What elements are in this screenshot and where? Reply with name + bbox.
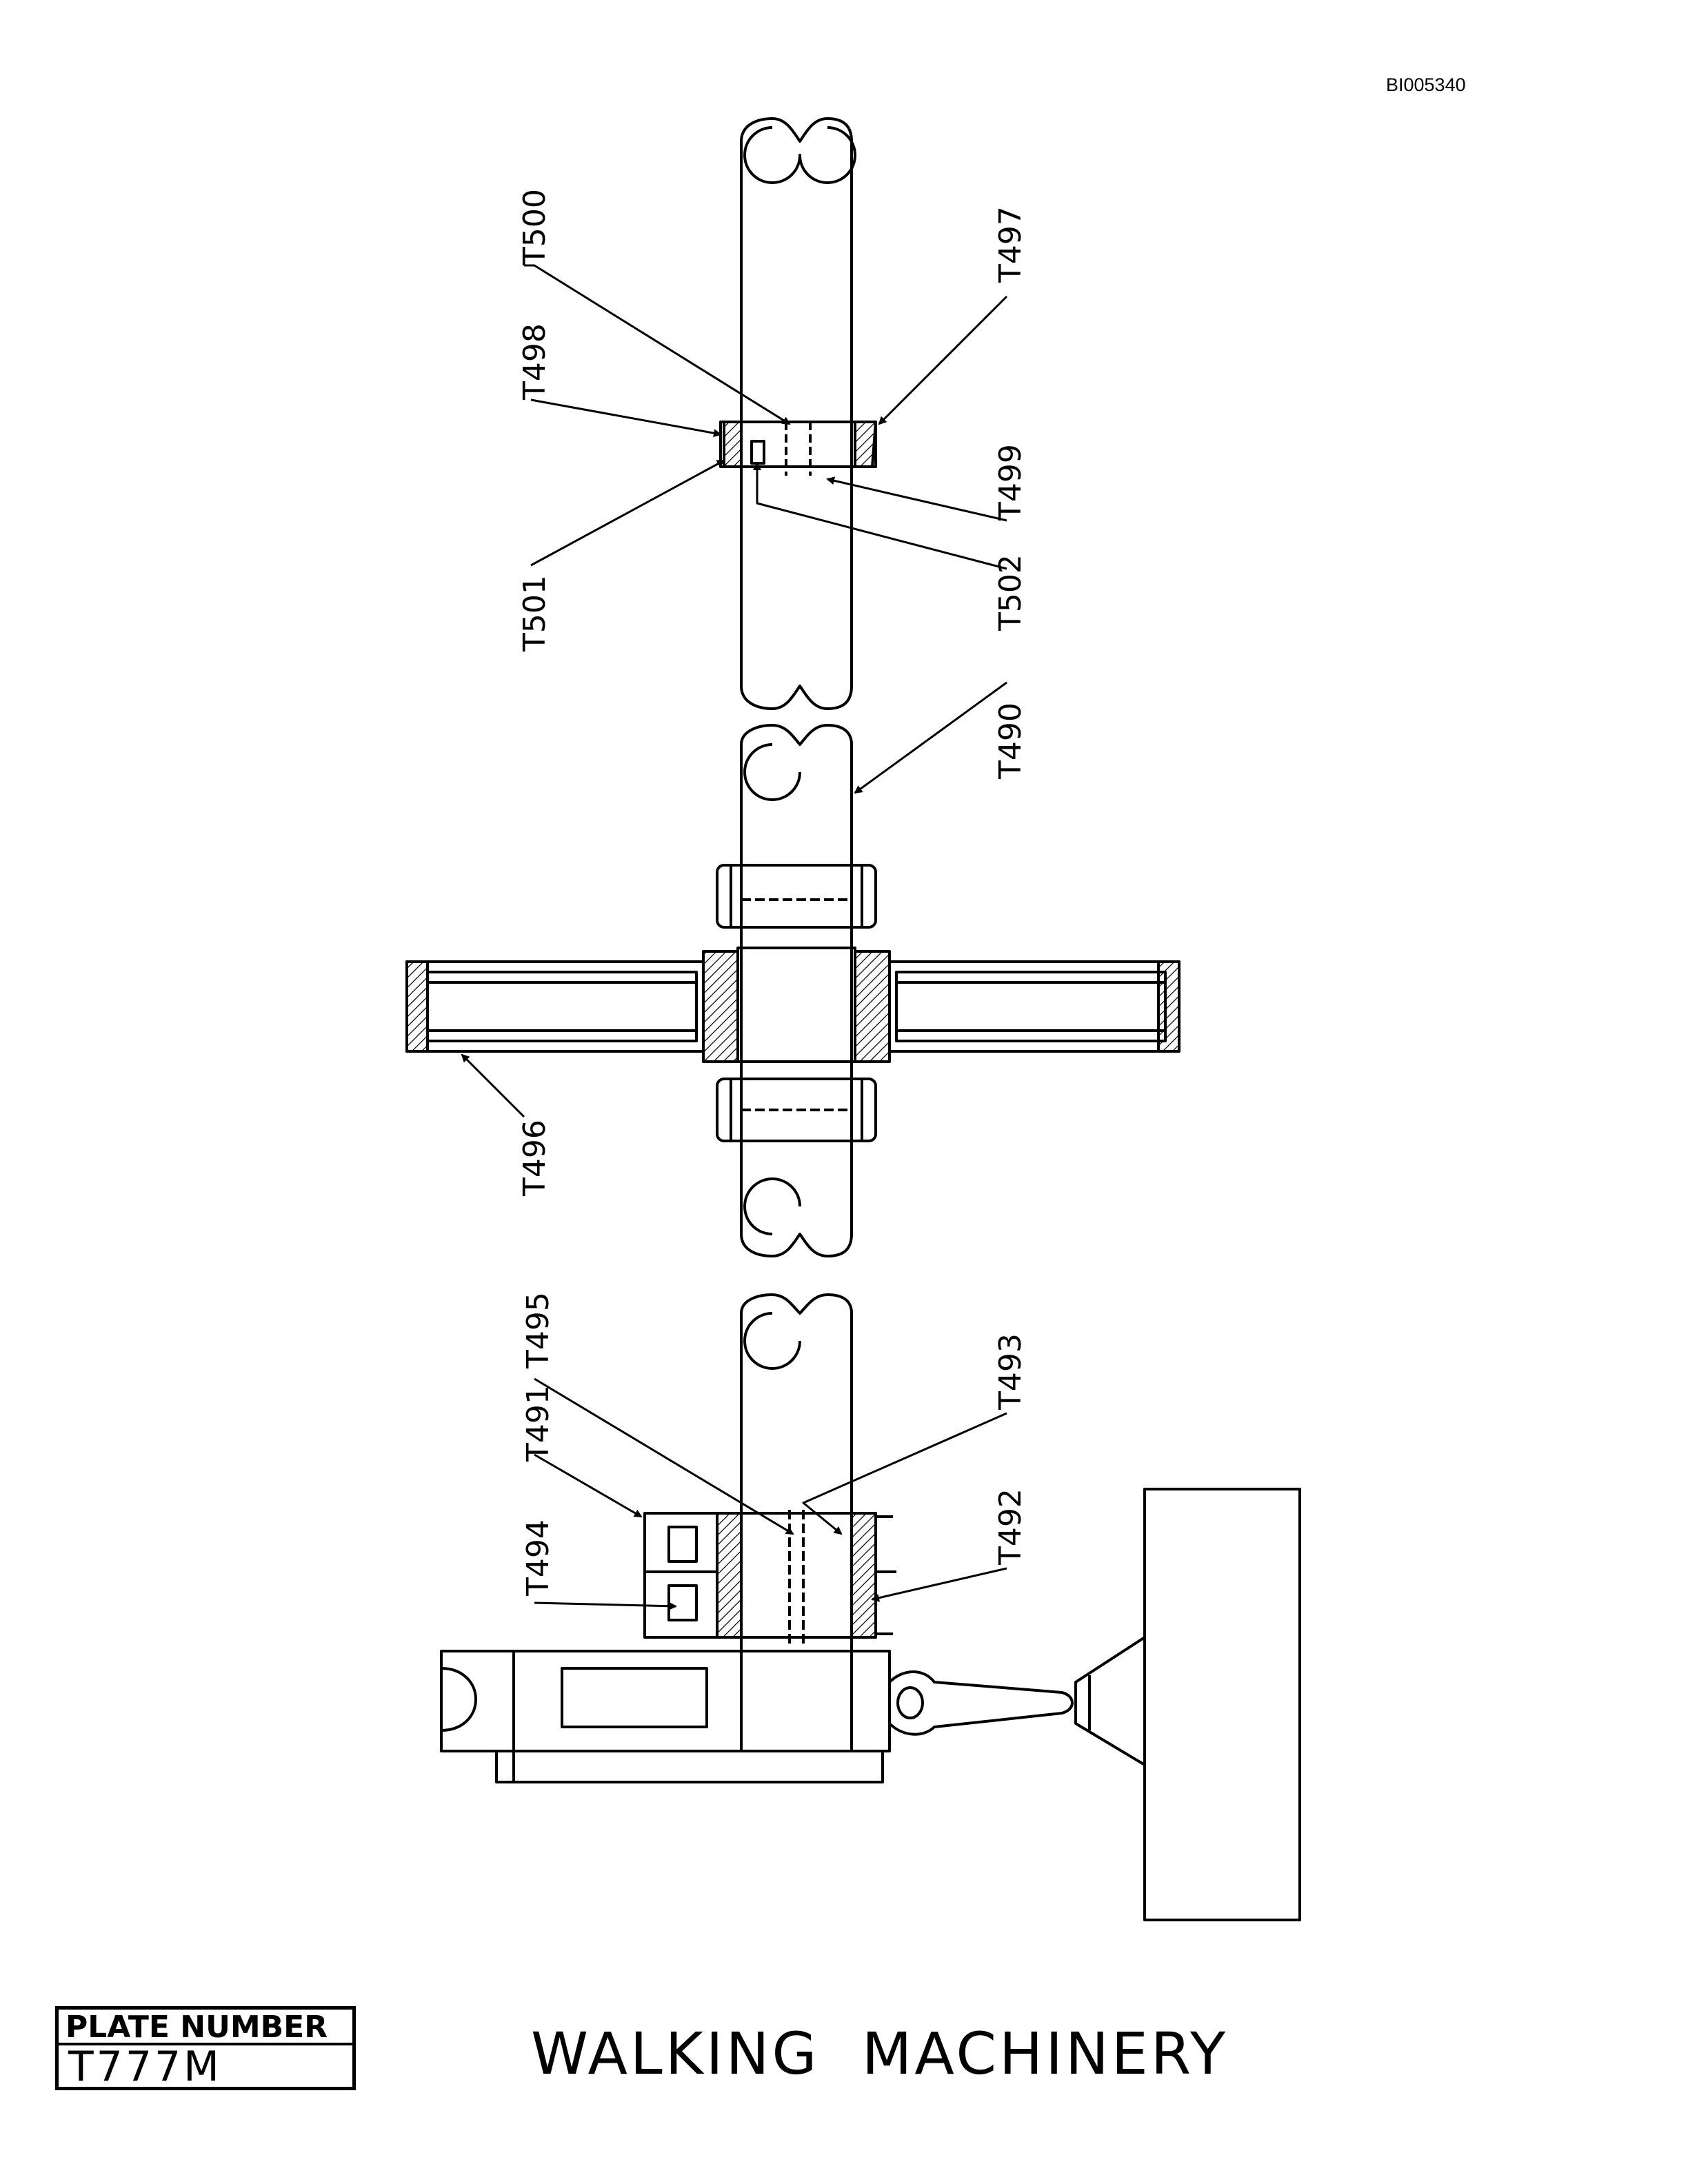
plate-number-value: T777M [68,2043,222,2091]
lower-bearing-housing [643,1510,896,1644]
upper-shaft [740,117,856,710]
callout-t491: T491 [521,1385,556,1462]
callout-t492: T492 [993,1488,1028,1566]
callout-t502: T502 [993,554,1028,631]
leader-lines [461,264,1008,1610]
drawing-title: WALKING MACHINERY [531,2020,1229,2087]
callout-labels: T500 T498 T497 T499 T501 T502 T490 T496 … [517,189,1028,1597]
upper-collar [719,421,877,476]
callout-t501: T501 [517,575,552,652]
side-panel [1143,1488,1301,1921]
callout-t499: T499 [993,444,1028,521]
lower-shaft [740,1293,853,1641]
plate-number-label: PLATE NUMBER [59,2010,352,2045]
callout-t490: T490 [993,702,1028,780]
gear-wheel [405,960,1180,1053]
callout-t497: T497 [993,206,1028,283]
callout-t494: T494 [521,1519,556,1597]
document-id: BI005340 [1386,74,1466,95]
middle-shaft [740,724,853,1257]
connecting-linkage [888,1636,1146,1766]
base-frame [440,1641,891,1783]
callout-t500: T500 [517,189,552,266]
plate-number-box: PLATE NUMBER T777M [55,2006,356,2090]
callout-t498: T498 [517,323,552,401]
callout-t496: T496 [517,1120,552,1197]
callout-t493: T493 [993,1333,1028,1410]
callout-t495: T495 [521,1292,556,1369]
gear-hub [702,864,891,1142]
